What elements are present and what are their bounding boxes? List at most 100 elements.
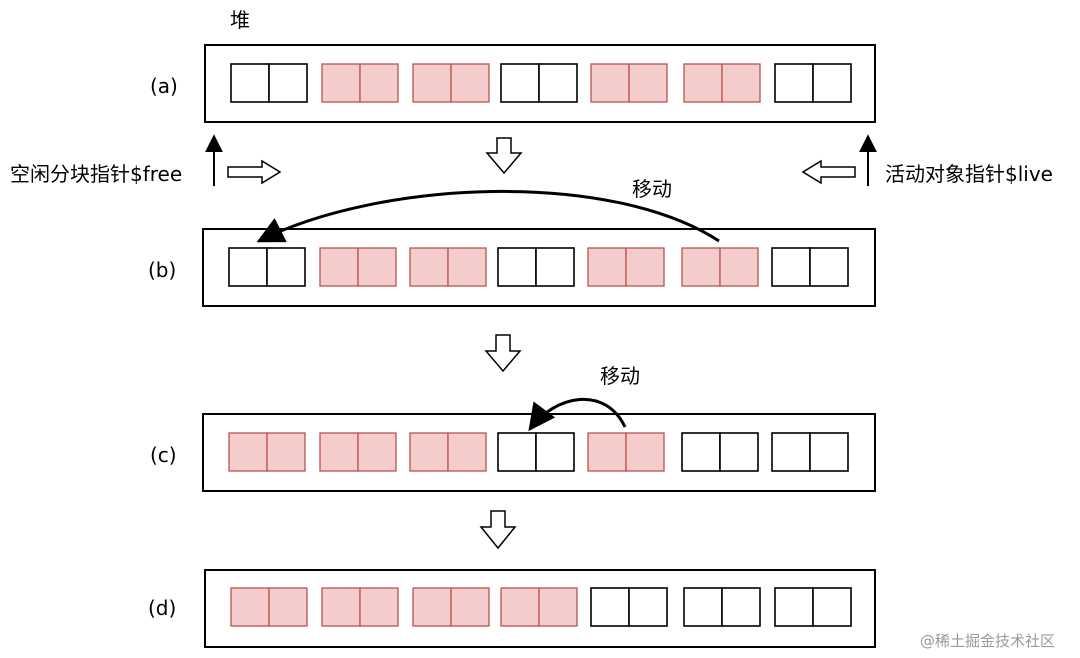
free-block-b-1 [228,247,306,287]
block-cell [538,63,578,103]
block-cell [266,247,306,287]
block-cell [774,587,814,627]
live-object-c-3 [409,432,487,472]
live-object-a-5 [590,63,668,103]
block-cell [321,63,361,103]
block-cell [450,63,490,103]
live-object-d-4 [500,587,578,627]
block-cell [268,587,308,627]
down-arrow-cd [479,510,517,550]
block-cell [809,247,849,287]
block-cell [319,432,359,472]
live-object-d-2 [321,587,399,627]
free-pointer-label: 空闲分块指针$free [10,162,183,186]
block-cell [447,432,487,472]
free-pointer-right-arrow [227,159,282,185]
row-label-b: (b) [148,258,177,282]
block-cell [719,247,759,287]
live-object-b-2 [319,247,397,287]
block-cell [321,587,361,627]
block-cell [535,247,575,287]
block-cell [266,432,306,472]
block-cell [628,587,668,627]
block-cell [771,247,811,287]
live-object-a-2 [321,63,399,103]
block-cell [228,247,268,287]
block-cell [409,247,449,287]
block-cell [500,587,540,627]
watermark: @稀土掘金技术社区 [920,632,1056,650]
block-cell [590,587,630,627]
live-pointer-label: 活动对象指针$live [885,162,1053,186]
block-cell [683,587,723,627]
move-label-c: 移动 [600,364,640,388]
block-cell [587,432,627,472]
block-cell [812,63,852,103]
live-object-c-2 [319,432,397,472]
live-object-a-3 [412,63,490,103]
block-cell [721,63,761,103]
block-cell [412,63,452,103]
block-cell [230,63,270,103]
block-cell [774,63,814,103]
block-cell [538,587,578,627]
block-cell [230,587,270,627]
free-block-b-4 [497,247,575,287]
free-block-b-7 [771,247,849,287]
live-pointer-left-arrow [801,159,856,185]
free-block-d-7 [774,587,852,627]
move-arrow-b [256,189,720,243]
block-cell [625,247,665,287]
free-block-c-6 [681,432,759,472]
block-cell [771,432,811,472]
row-label-d: (d) [148,596,177,620]
block-cell [357,247,397,287]
free-block-a-7 [774,63,852,103]
block-cell [681,247,721,287]
block-cell [812,587,852,627]
down-arrow-ab [485,137,523,175]
free-block-d-5 [590,587,668,627]
block-cell [587,247,627,287]
block-cell [357,432,397,472]
live-object-b-3 [409,247,487,287]
move-arrow-c [528,398,627,432]
free-block-d-6 [683,587,761,627]
move-label-b: 移动 [632,177,672,201]
block-cell [319,247,359,287]
row-label-c: (c) [150,443,177,467]
free-block-c-7 [771,432,849,472]
block-cell [721,587,761,627]
block-cell [359,63,399,103]
live-object-c-1 [228,432,306,472]
down-arrow-bc [484,334,522,373]
block-cell [447,247,487,287]
heap-label: 堆 [230,8,250,32]
row-label-a: (a) [150,74,178,98]
block-cell [809,432,849,472]
live-object-c-5 [587,432,665,472]
block-cell [228,432,268,472]
free-block-a-1 [230,63,308,103]
block-cell [719,432,759,472]
live-object-d-1 [230,587,308,627]
block-cell [497,432,537,472]
live-object-d-3 [412,587,490,627]
block-cell [590,63,630,103]
block-cell [409,432,449,472]
block-cell [628,63,668,103]
block-cell [500,63,540,103]
block-cell [497,247,537,287]
block-cell [683,63,723,103]
block-cell [625,432,665,472]
live-object-b-5 [587,247,665,287]
free-block-c-4 [497,432,575,472]
block-cell [535,432,575,472]
block-cell [450,587,490,627]
free-block-a-4 [500,63,578,103]
block-cell [412,587,452,627]
live-object-b-6 [681,247,759,287]
block-cell [359,587,399,627]
